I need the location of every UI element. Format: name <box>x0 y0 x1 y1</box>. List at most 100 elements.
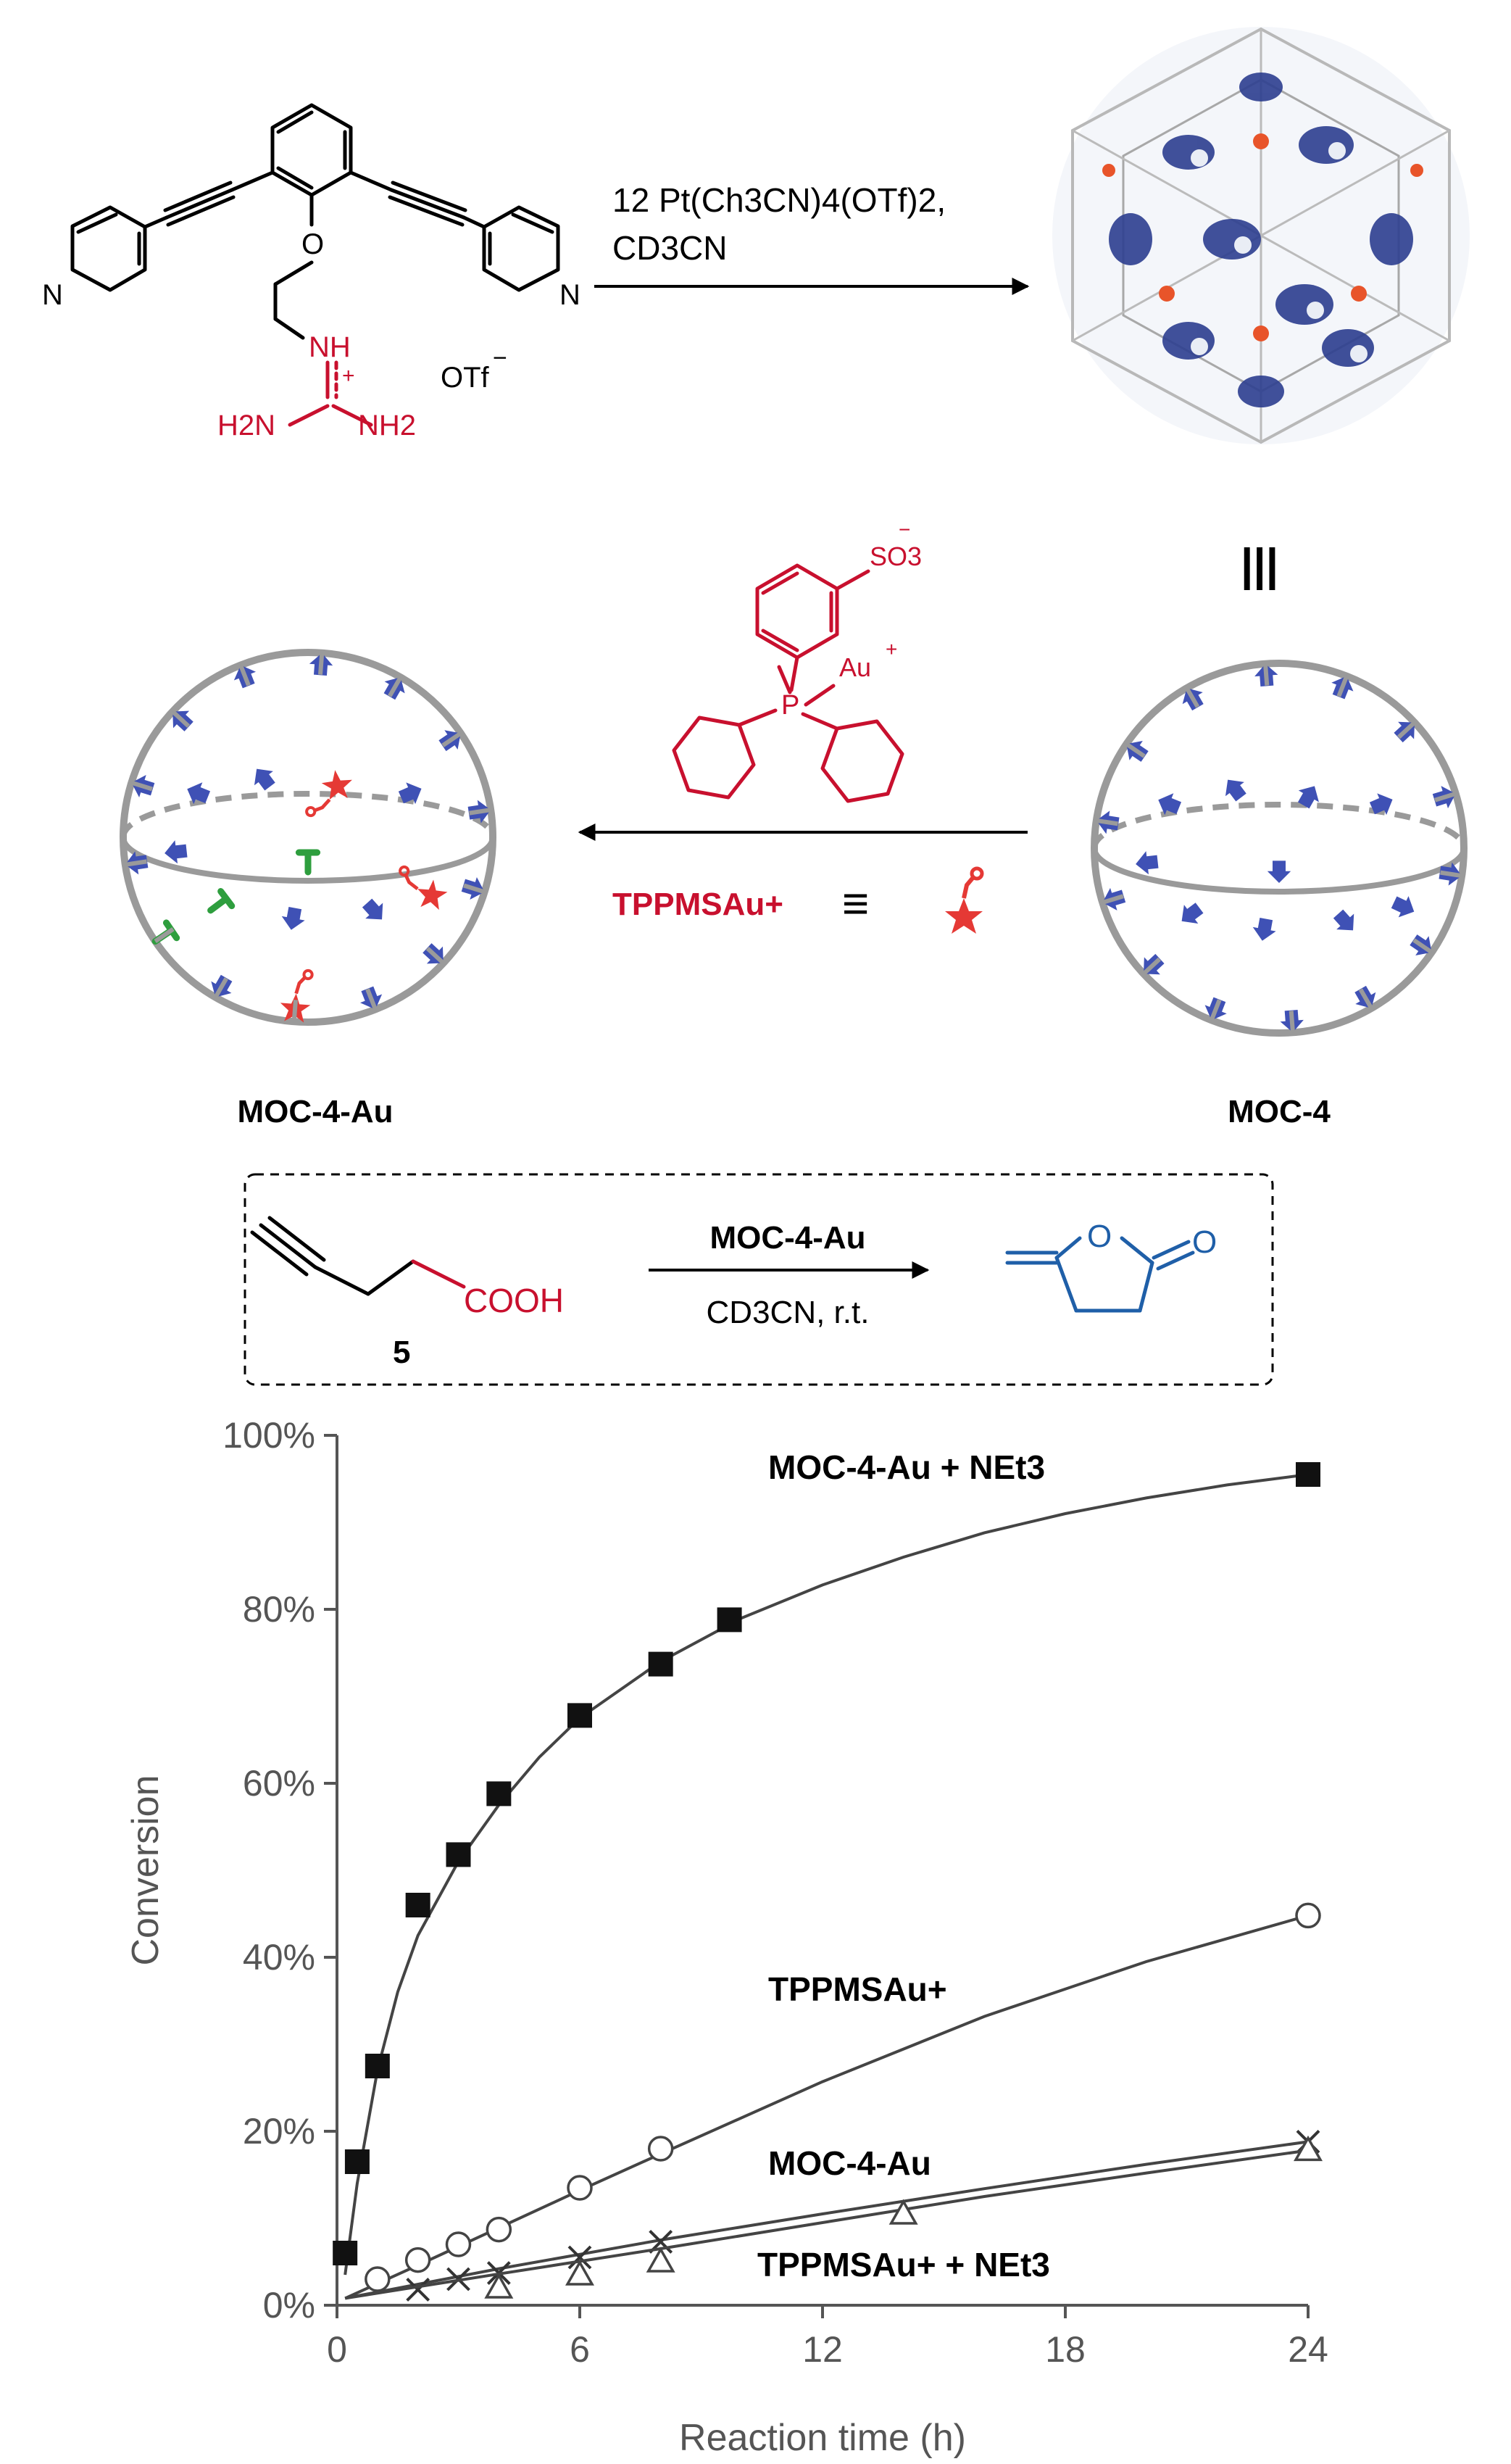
product-structure <box>1005 1236 1195 1313</box>
guanidinium-h2n: H2N <box>217 410 275 441</box>
series-curve <box>344 2140 1309 2300</box>
sphere-rim-tick <box>1396 721 1417 739</box>
counterion-charge: − <box>493 344 507 372</box>
ligand-arrow-icon <box>279 905 307 932</box>
ligand-arrow-icon <box>1218 772 1251 805</box>
data-point <box>1296 1462 1320 1487</box>
tppms-structure <box>672 563 904 803</box>
sphere-rim-tick <box>125 859 147 867</box>
cage-model <box>1052 27 1470 444</box>
guanidinium-nh: NH <box>309 331 351 363</box>
x-axis-label: Reaction time (h) <box>679 2417 966 2459</box>
guanidinium-plus: + <box>342 364 355 388</box>
sphere-rim-tick <box>1358 988 1373 1010</box>
ligand-arrow-icon <box>1267 860 1291 883</box>
sphere-rim-tick <box>1434 792 1457 802</box>
sphere-rim-tick <box>130 780 153 792</box>
data-point <box>646 2247 675 2273</box>
sphere-rim-tick <box>238 664 251 686</box>
data-point <box>567 1703 592 1728</box>
y-tick-label: 100% <box>222 1415 315 1456</box>
reagent-line-1: 12 Pt(Ch3CN)4(OTf)2, <box>612 181 946 219</box>
central-benzene-ring <box>270 103 353 197</box>
ligand-arrow-icon <box>358 895 391 928</box>
data-point <box>647 2136 674 2162</box>
reaction-box <box>243 1173 1274 1386</box>
data-point <box>717 1607 742 1633</box>
reactant-structure <box>250 1216 466 1296</box>
sphere-rim-tick <box>1185 686 1200 708</box>
ligand-arrow-icon <box>247 761 280 794</box>
sphere-rim-tick <box>365 988 378 1011</box>
tppms-phosphorus: P <box>781 690 799 721</box>
data-point <box>365 2054 390 2078</box>
data-point <box>365 2266 391 2292</box>
tppms-au-charge: + <box>886 638 897 660</box>
sphere-rim-tick <box>463 883 486 895</box>
sphere-rim-tick <box>1412 938 1433 955</box>
data-point <box>333 2241 358 2265</box>
y-tick-label: 80% <box>243 1589 315 1630</box>
ligand-arrow-icon <box>1329 905 1362 939</box>
series-label: MOC-4-Au <box>768 2144 931 2182</box>
y-tick-label: 60% <box>243 1763 315 1804</box>
y-tick-label: 20% <box>243 2111 315 2152</box>
sphere-moc4 <box>1091 660 1468 1037</box>
reactant-cooh: COOH <box>464 1282 564 1319</box>
sphere-rim-tick <box>291 1000 298 1022</box>
sphere-rim-tick <box>213 977 228 999</box>
data-point <box>888 2199 918 2225</box>
data-point <box>567 2245 592 2270</box>
left-triple-bond <box>165 188 234 220</box>
data-point <box>344 2149 370 2174</box>
equiv-sign: ≡ <box>842 877 869 929</box>
right-pyridine-ring <box>482 205 560 292</box>
series-curve <box>344 1473 1309 2276</box>
sphere-rim-tick <box>1263 663 1270 686</box>
ligand-arrow-icon <box>1389 891 1420 923</box>
right-sphere-label: MOC-4 <box>1228 1094 1331 1129</box>
tppms-au: Au <box>839 652 871 682</box>
series-label: TPPMSAu+ + NEt3 <box>757 2246 1050 2283</box>
guanidinium-site-icon <box>299 853 317 872</box>
sphere-rim-tick <box>1102 894 1124 905</box>
x-tick-label: 18 <box>1045 2329 1086 2370</box>
tppms-so3: SO3 <box>870 542 922 571</box>
ligand-n-left: N <box>42 279 63 311</box>
sphere-rim-tick <box>441 731 462 747</box>
guanidinium-group <box>288 360 373 427</box>
counterion-label: OTf <box>441 362 490 394</box>
left-pyridine-ring <box>70 205 147 292</box>
sphere-rim-tick <box>1440 870 1462 879</box>
sphere-rim-tick <box>318 652 325 675</box>
x-tick-label: 24 <box>1288 2329 1328 2370</box>
data-point <box>406 2277 430 2302</box>
data-point <box>405 1893 430 1917</box>
sphere-rim-tick <box>425 947 445 965</box>
sphere-rim-tick <box>1141 957 1162 976</box>
x-tick-label: 0 <box>327 2329 347 2370</box>
sphere-rim-tick <box>171 710 191 728</box>
series-label: MOC-4-Au + NEt3 <box>768 1448 1045 1486</box>
ligand-arrow-icon <box>1174 898 1207 931</box>
y-axis-label: Conversion <box>125 1775 167 1965</box>
left-sphere-label: MOC-4-Au <box>237 1094 393 1129</box>
sphere-rim-tick <box>1336 675 1349 697</box>
data-point <box>565 2260 595 2286</box>
data-point <box>446 1842 471 1867</box>
right-triple-bond <box>389 188 466 220</box>
ligand-n-right: N <box>559 279 580 311</box>
data-point <box>404 2247 431 2273</box>
equivalence-symbol: ||| <box>1241 540 1278 591</box>
sphere-moc4-au <box>120 649 496 1026</box>
data-point <box>567 2175 593 2201</box>
reactant-number: 5 <box>393 1335 410 1370</box>
reagent-line-2: CD3CN <box>612 229 727 267</box>
sphere-rim-tick <box>1289 1011 1295 1033</box>
data-point <box>648 1651 673 1677</box>
data-point <box>484 2273 514 2299</box>
guanidinium-nh2: NH2 <box>358 410 416 441</box>
y-tick-label: 0% <box>263 2285 315 2326</box>
